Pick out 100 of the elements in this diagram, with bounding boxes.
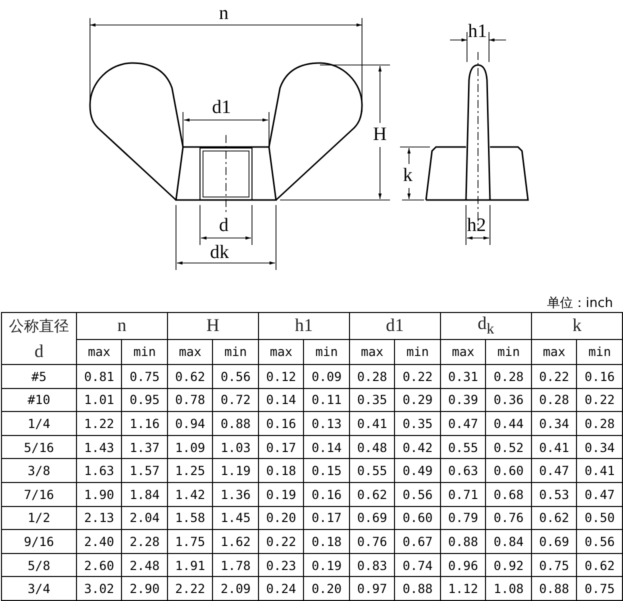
data-value: 1.01 [76,388,122,412]
data-value: 0.69 [531,530,577,554]
data-value: 1.36 [212,482,258,506]
data-value: 1.91 [167,553,213,577]
data-value: 0.84 [486,530,532,554]
subheader: max [349,339,395,365]
subheader: min [486,339,532,365]
column-header: H [167,312,258,340]
data-value: 1.16 [122,412,168,436]
data-value: 0.35 [394,412,440,436]
data-value: 0.22 [258,530,304,554]
dimension-label: d1 [212,98,231,118]
data-value: 0.23 [258,553,304,577]
data-value: 0.41 [349,412,395,436]
data-value: 2.40 [76,530,122,554]
size-value: 7/16 [2,482,76,506]
data-value: 0.31 [440,364,486,388]
data-value: 0.28 [576,412,622,436]
data-value: 0.28 [486,364,532,388]
data-value: 0.50 [576,506,622,530]
data-value: 0.55 [349,458,395,483]
data-value: 0.95 [122,388,168,412]
data-value: 0.15 [304,458,350,483]
data-value: 1.84 [122,482,168,506]
data-value: 0.39 [440,388,486,412]
data-value: 1.08 [486,576,532,601]
data-value: 0.75 [122,364,168,388]
dimension-label: h2 [467,216,486,236]
data-value: 0.34 [576,435,622,459]
data-value: 0.14 [304,435,350,459]
data-value: 0.42 [394,435,440,459]
data-value: 0.48 [349,435,395,459]
size-value: 5/16 [2,435,76,459]
data-value: 0.83 [349,553,395,577]
data-value: 0.16 [576,364,622,388]
data-value: 0.81 [76,364,122,388]
dimension-label: d [219,216,228,236]
column-header: d1 [349,312,440,340]
data-value: 0.13 [304,412,350,436]
dimension-label: k [403,164,412,188]
data-value: 1.75 [167,530,213,554]
data-value: 0.68 [486,482,532,506]
data-value: 0.49 [394,458,440,483]
column-header: 公称直径 [2,312,76,340]
data-value: 1.19 [212,458,258,483]
data-value: 0.19 [304,553,350,577]
data-value: 0.96 [440,553,486,577]
data-value: 0.11 [304,388,350,412]
subheader: min [576,339,622,365]
data-value: 2.60 [76,553,122,577]
data-value: 1.12 [440,576,486,601]
data-value: 0.09 [304,364,350,388]
subheader: min [304,339,350,365]
data-value: 0.22 [531,364,577,388]
subheader: max [167,339,213,365]
data-value: 0.88 [531,576,577,601]
size-value: 3/4 [2,576,76,601]
size-value: 1/4 [2,412,76,436]
data-value: 0.52 [486,435,532,459]
data-value: 0.76 [486,506,532,530]
subheader: min [212,339,258,365]
data-value: 0.75 [576,576,622,601]
data-value: 2.13 [76,506,122,530]
data-value: 0.67 [394,530,440,554]
data-value: 0.72 [212,388,258,412]
data-value: 0.76 [349,530,395,554]
data-value: 0.35 [349,388,395,412]
data-value: 0.18 [258,458,304,483]
data-value: 0.63 [440,458,486,483]
data-value: 0.74 [394,553,440,577]
subheader: max [440,339,486,365]
unit-note: 单位：inch [546,295,613,312]
data-value: 0.41 [531,435,577,459]
subheader: max [531,339,577,365]
data-value: 0.62 [167,364,213,388]
data-value: 0.22 [394,364,440,388]
data-value: 1.58 [167,506,213,530]
data-value: 0.69 [349,506,395,530]
subheader: max [258,339,304,365]
data-value: 1.22 [76,412,122,436]
data-value: 1.62 [212,530,258,554]
data-value: 0.29 [394,388,440,412]
data-value: 0.94 [167,412,213,436]
data-value: 0.88 [440,530,486,554]
data-value: 1.37 [122,435,168,459]
data-value: 0.71 [440,482,486,506]
data-value: 0.36 [486,388,532,412]
dimension-label: h1 [468,22,487,42]
data-value: 1.42 [167,482,213,506]
data-value: 0.56 [576,530,622,554]
data-value: 0.56 [394,482,440,506]
data-value: 1.57 [122,458,168,483]
data-value: 3.02 [76,576,122,601]
data-value: 0.41 [576,458,622,483]
column-header: n [76,312,168,340]
data-value: 1.78 [212,553,258,577]
dimension-label: H [373,123,387,147]
data-value: 0.97 [349,576,395,601]
subheader: min [394,339,440,365]
data-value: 1.03 [212,435,258,459]
